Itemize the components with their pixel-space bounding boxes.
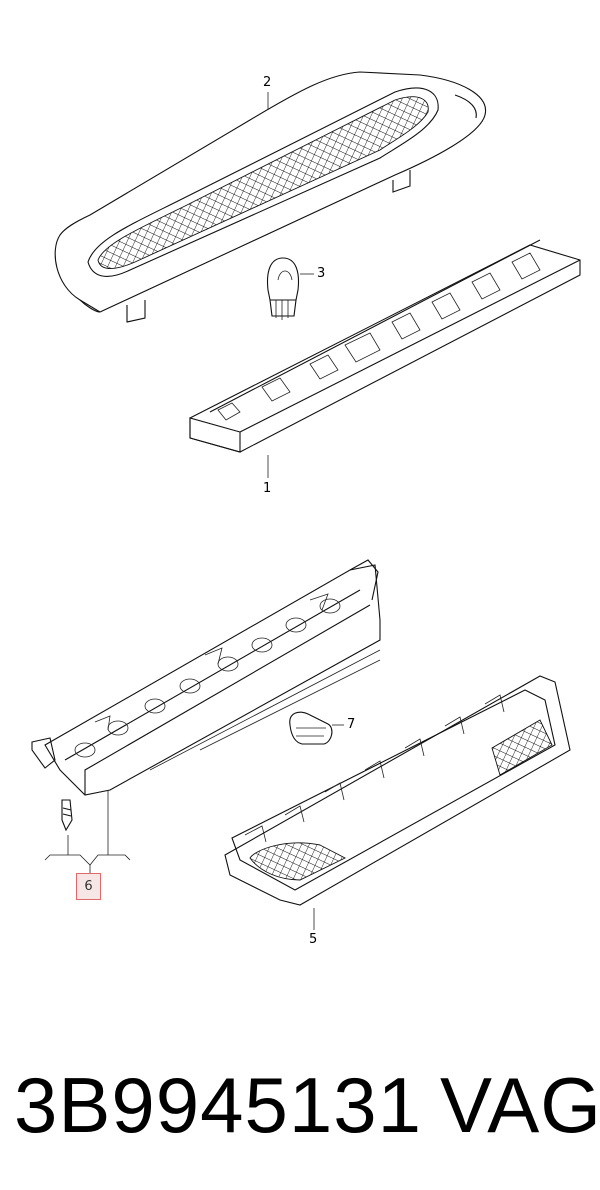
caption: 3B9945131 VAG [0, 1050, 600, 1160]
part-number: 3B9945131 [14, 1061, 423, 1149]
part-2-housing-cover [54, 71, 487, 323]
exploded-parts-diagram: 2 3 1 7 5 6 [31, 71, 581, 947]
parts-drawing [31, 71, 581, 930]
brand-name: VAG [440, 1061, 600, 1149]
callout-3: 3 [317, 266, 326, 281]
part-3-bulb [266, 257, 314, 320]
part-6-lamp-base [31, 559, 381, 873]
part-5-lens-cover [224, 675, 571, 930]
callout-5: 5 [309, 932, 318, 947]
callout-6-highlighted[interactable]: 6 [76, 873, 101, 900]
callout-7: 7 [347, 717, 356, 732]
callout-1: 1 [263, 481, 272, 496]
part-1-lamp-carrier [189, 239, 581, 478]
callout-2: 2 [263, 75, 272, 90]
part-7-bulb [289, 711, 344, 745]
